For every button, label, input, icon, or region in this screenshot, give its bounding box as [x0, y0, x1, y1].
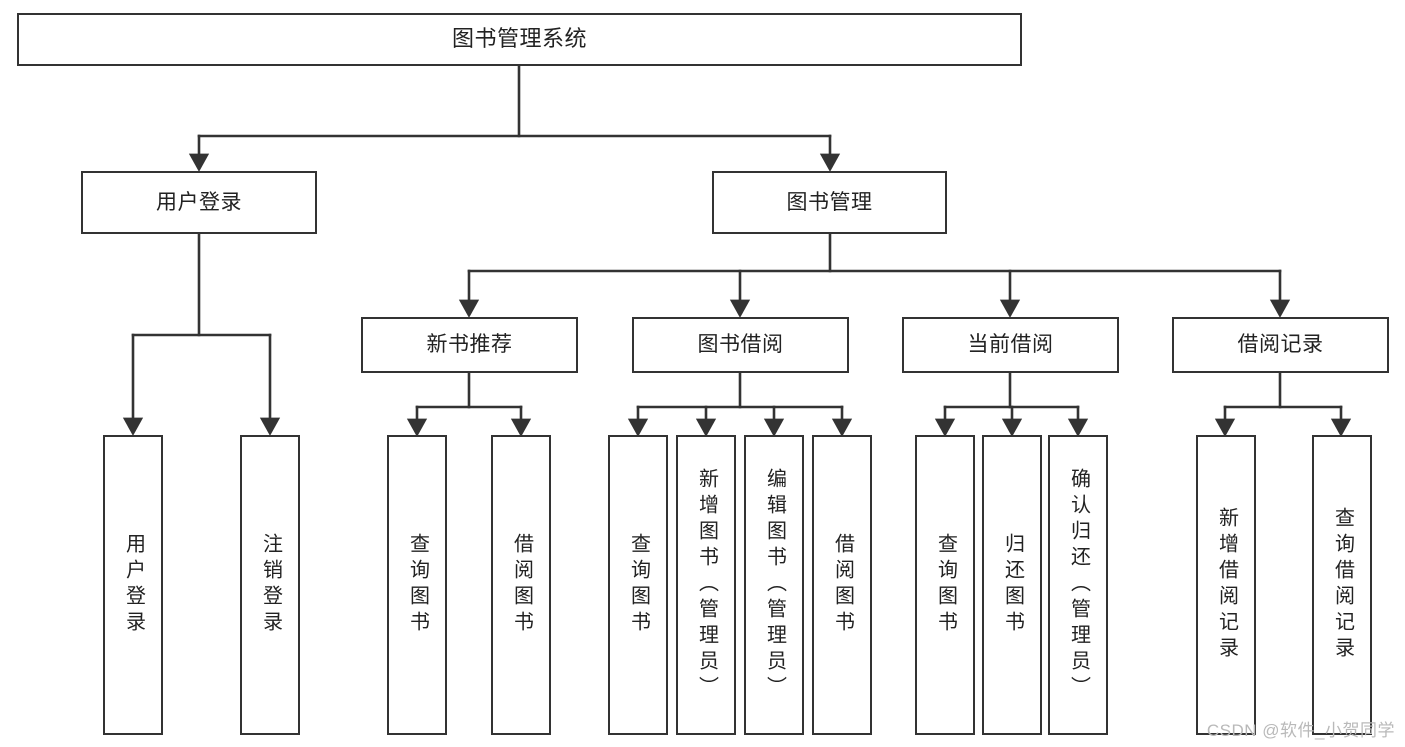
- node-label: 编辑图书（管理员）: [763, 468, 786, 702]
- node-label: 注销登录: [259, 533, 282, 637]
- node-label: 新书推荐: [426, 333, 513, 357]
- node-label: 图书借阅: [697, 333, 784, 357]
- node-label: 新增借阅记录: [1215, 507, 1238, 663]
- leaf-new-book-query[interactable]: 查询图书: [387, 435, 447, 735]
- node-current-borrow[interactable]: 当前借阅: [902, 317, 1119, 373]
- node-label: 用户登录: [122, 533, 145, 637]
- node-label: 查询图书: [934, 533, 957, 637]
- leaf-record-query[interactable]: 查询借阅记录: [1312, 435, 1372, 735]
- node-label: 确认归还（管理员）: [1067, 468, 1090, 702]
- node-book-borrow[interactable]: 图书借阅: [632, 317, 849, 373]
- node-label: 查询图书: [406, 533, 429, 637]
- node-root-system[interactable]: 图书管理系统: [17, 13, 1022, 66]
- node-new-book-recommend[interactable]: 新书推荐: [361, 317, 578, 373]
- leaf-user-logout[interactable]: 注销登录: [240, 435, 300, 735]
- node-label: 新增图书（管理员）: [695, 468, 718, 702]
- node-label: 借阅图书: [510, 533, 533, 637]
- node-label: 当前借阅: [967, 333, 1054, 357]
- csdn-watermark: CSDN @软件_小贺同学: [1206, 721, 1395, 740]
- node-label: 借阅记录: [1237, 333, 1324, 357]
- node-label: 查询借阅记录: [1331, 507, 1354, 663]
- node-label: 图书管理: [786, 190, 873, 214]
- leaf-record-add[interactable]: 新增借阅记录: [1196, 435, 1256, 735]
- node-book-management[interactable]: 图书管理: [712, 171, 947, 234]
- leaf-borrow-add-book[interactable]: 新增图书（管理员）: [676, 435, 736, 735]
- leaf-current-confirm-return[interactable]: 确认归还（管理员）: [1048, 435, 1108, 735]
- node-label: 归还图书: [1001, 533, 1024, 637]
- node-user-login[interactable]: 用户登录: [81, 171, 317, 234]
- leaf-current-query-book[interactable]: 查询图书: [915, 435, 975, 735]
- node-label: 查询图书: [627, 533, 650, 637]
- node-label: 借阅图书: [831, 533, 854, 637]
- leaf-borrow-edit-book[interactable]: 编辑图书（管理员）: [744, 435, 804, 735]
- node-borrow-record[interactable]: 借阅记录: [1172, 317, 1389, 373]
- leaf-current-return-book[interactable]: 归还图书: [982, 435, 1042, 735]
- leaf-user-login[interactable]: 用户登录: [103, 435, 163, 735]
- node-label: 图书管理系统: [451, 26, 587, 52]
- leaf-borrow-query-book[interactable]: 查询图书: [608, 435, 668, 735]
- node-label: 用户登录: [156, 190, 242, 214]
- leaf-borrow-borrow-book[interactable]: 借阅图书: [812, 435, 872, 735]
- leaf-new-book-borrow[interactable]: 借阅图书: [491, 435, 551, 735]
